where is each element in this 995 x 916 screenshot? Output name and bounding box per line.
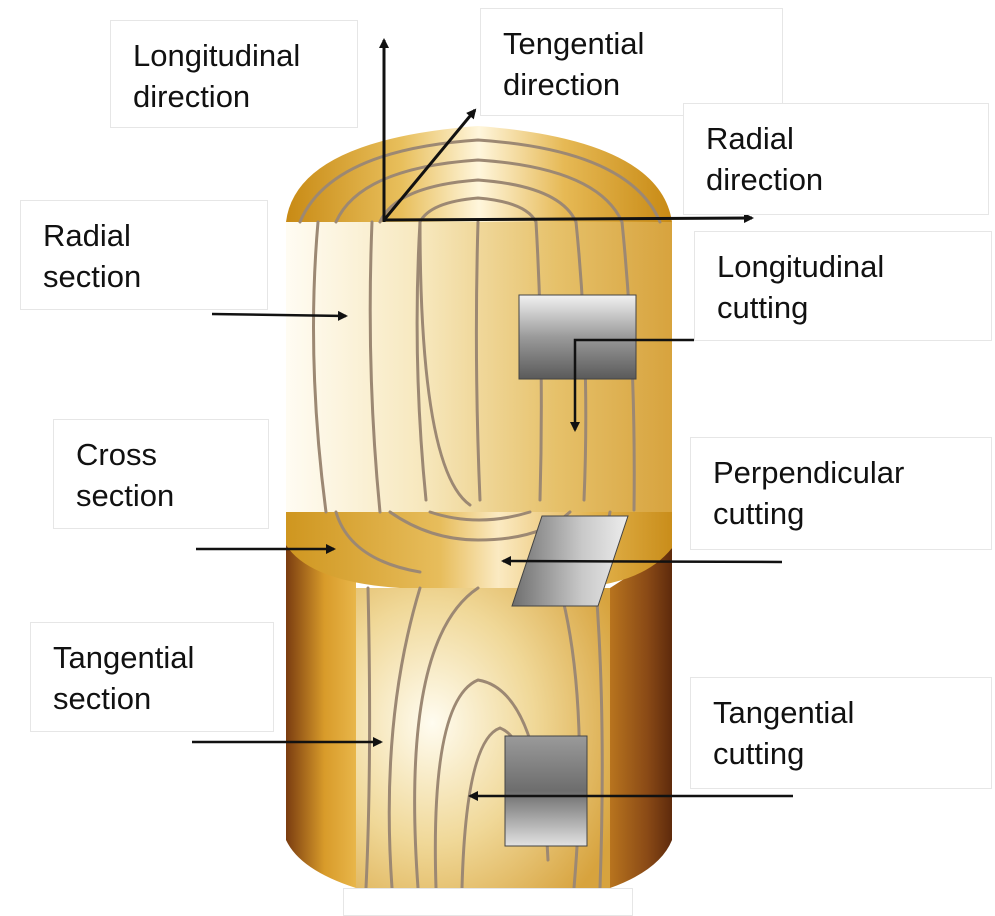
radial-axis-arrow <box>384 218 752 220</box>
tangential-direction-label: Tengential direction <box>480 8 783 116</box>
radial-direction-line2: direction <box>706 159 988 200</box>
radial-section-label: Radial section <box>20 200 268 310</box>
perpendicular-cutting-line1: Perpendicular <box>713 452 991 493</box>
longitudinal-cutting-block <box>519 295 636 379</box>
tangential-section-label: Tangential section <box>30 622 274 732</box>
perpendicular-cutting-pointer <box>503 561 782 562</box>
bark-right <box>610 548 672 888</box>
tangential-cutting-label: Tangential cutting <box>690 677 992 789</box>
radial-section-line2: section <box>43 256 267 297</box>
longitudinal-direction-line1: Longitudinal <box>133 35 357 76</box>
cross-section-line2: section <box>76 475 268 516</box>
longitudinal-cutting-label: Longitudinal cutting <box>694 231 992 341</box>
bottom-label-box <box>343 888 633 916</box>
cross-section-label: Cross section <box>53 419 269 529</box>
tangential-cutting-line2: cutting <box>713 733 991 774</box>
longitudinal-cutting-line1: Longitudinal <box>717 246 991 287</box>
tangential-section-line1: Tangential <box>53 637 273 678</box>
tangential-direction-line1: Tengential <box>503 23 782 64</box>
tangential-direction-line2: direction <box>503 64 782 105</box>
bark-left <box>286 545 356 888</box>
perpendicular-cutting-label: Perpendicular cutting <box>690 437 992 550</box>
longitudinal-direction-label: Longitudinal direction <box>110 20 358 128</box>
radial-direction-line1: Radial <box>706 118 988 159</box>
longitudinal-direction-line2: direction <box>133 76 357 117</box>
perpendicular-cutting-line2: cutting <box>713 493 991 534</box>
tangential-cutting-block <box>505 736 587 846</box>
longitudinal-cutting-line2: cutting <box>717 287 991 328</box>
tangential-section-line2: section <box>53 678 273 719</box>
radial-direction-label: Radial direction <box>683 103 989 215</box>
tangential-cutting-line1: Tangential <box>713 692 991 733</box>
radial-section-line1: Radial <box>43 215 267 256</box>
cross-section-line1: Cross <box>76 434 268 475</box>
